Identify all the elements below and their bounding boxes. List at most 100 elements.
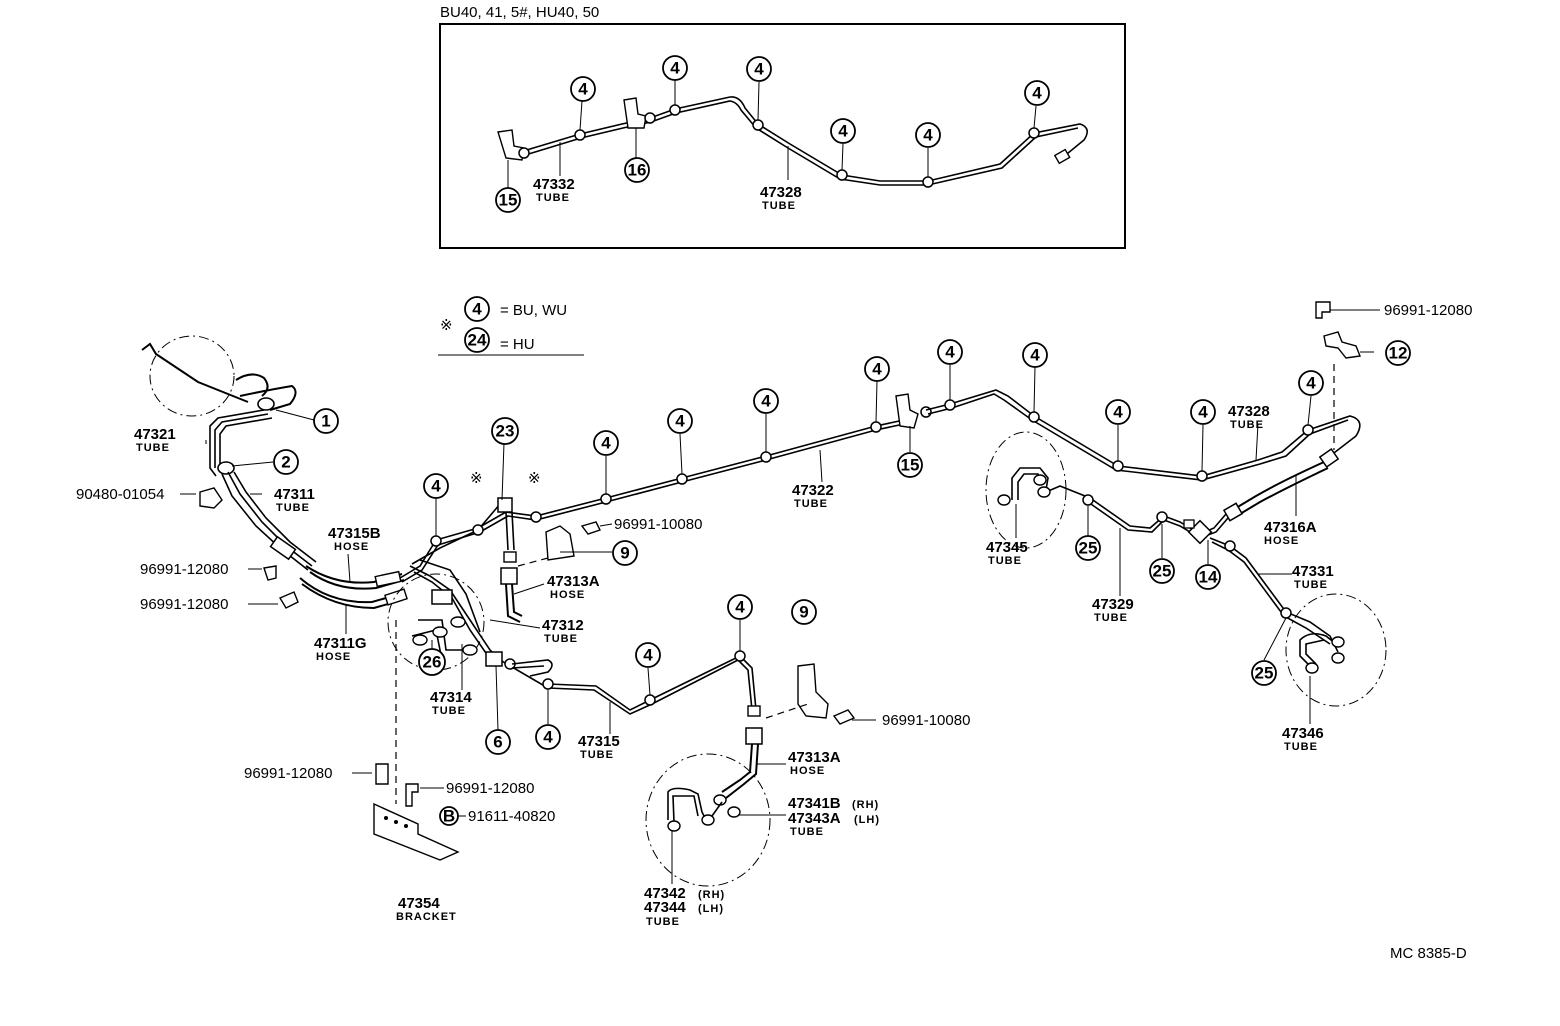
ref-91611-40820: 91611-40820 xyxy=(468,808,555,825)
master-cylinder xyxy=(141,335,297,417)
inset-callout-4b: 4 xyxy=(662,55,688,81)
part-47354-type: BRACKET xyxy=(396,911,457,923)
svg-text:2: 2 xyxy=(281,453,290,472)
svg-text:4: 4 xyxy=(1306,374,1316,393)
svg-text:12: 12 xyxy=(1389,344,1408,363)
svg-text:4: 4 xyxy=(1032,84,1042,103)
callout-4-m4: 4 xyxy=(753,388,779,414)
svg-text:4: 4 xyxy=(675,412,685,431)
inset-callout-4d: 4 xyxy=(830,118,856,144)
part-47315b-type: HOSE xyxy=(334,541,369,553)
svg-text:25: 25 xyxy=(1153,562,1172,581)
ref-96991-12080-d: 96991-12080 xyxy=(446,780,534,797)
callout-1: 1 xyxy=(313,408,339,434)
callout-4-m9: 4 xyxy=(1190,399,1216,425)
callout-4-m13: 4 xyxy=(535,724,561,750)
part-47313a-2-type: HOSE xyxy=(790,765,825,777)
callout-9b: 9 xyxy=(791,599,817,625)
part-47312-type: TUBE xyxy=(544,633,578,645)
part-47331-type: TUBE xyxy=(1294,579,1328,591)
part-47328-type: TUBE xyxy=(1230,419,1264,431)
ref-96991-10080-a: 96991-10080 xyxy=(614,516,702,533)
legend-callout-4: 4 xyxy=(464,296,490,322)
part-47342: 47342 xyxy=(644,885,686,902)
legend-mark: ※ xyxy=(440,317,453,334)
callout-4-m2: 4 xyxy=(593,430,619,456)
svg-text:4: 4 xyxy=(945,343,955,362)
inset-callout-16: 16 xyxy=(624,157,650,183)
svg-text:B: B xyxy=(443,807,455,826)
svg-text:4: 4 xyxy=(601,434,611,453)
inset-part-47332-type: TUBE xyxy=(536,192,570,204)
inset-part-47328: 47328 xyxy=(760,184,802,201)
part-47311-type: TUBE xyxy=(276,502,310,514)
svg-text:1: 1 xyxy=(321,412,330,431)
part-47329: 47329 xyxy=(1092,596,1134,613)
part-47315b: 47315B xyxy=(328,525,381,542)
part-47331: 47331 xyxy=(1292,563,1334,580)
part-47343a-suffix: (LH) xyxy=(854,814,880,826)
diagram-code: MC 8385-D xyxy=(1390,945,1467,962)
ref-96991-12080-b: 96991-12080 xyxy=(140,596,228,613)
svg-text:9: 9 xyxy=(620,544,629,563)
svg-text:4: 4 xyxy=(431,477,441,496)
ref-96991-12080-e: 96991-12080 xyxy=(1384,302,1472,319)
ref-96991-10080-b: 96991-10080 xyxy=(882,712,970,729)
svg-text:25: 25 xyxy=(1079,539,1098,558)
part-47312: 47312 xyxy=(542,617,584,634)
part-47322: 47322 xyxy=(792,482,834,499)
callout-12: 12 xyxy=(1385,340,1411,366)
svg-text:9: 9 xyxy=(799,603,808,622)
part-47313a-1: 47313A xyxy=(547,573,600,590)
part-47341b-suffix: (RH) xyxy=(852,799,879,811)
part-47315: 47315 xyxy=(578,733,620,750)
part-47341b: 47341B xyxy=(788,795,841,812)
svg-text:15: 15 xyxy=(499,191,518,210)
legend-row2-text: = HU xyxy=(500,336,535,353)
callout-4-m6: 4 xyxy=(937,339,963,365)
svg-text:23: 23 xyxy=(496,422,515,441)
svg-text:4: 4 xyxy=(872,360,882,379)
inset-callout-4a: 4 xyxy=(570,76,596,102)
callout-25c: 25 xyxy=(1251,660,1277,686)
part-47343a-type: TUBE xyxy=(790,826,824,838)
svg-text:4: 4 xyxy=(1198,403,1208,422)
svg-text:4: 4 xyxy=(735,598,745,617)
callout-14: 14 xyxy=(1195,564,1221,590)
callout-4-m12: 4 xyxy=(727,594,753,620)
callout-4-m11: 4 xyxy=(635,642,661,668)
part-47328: 47328 xyxy=(1228,403,1270,420)
part-47345-type: TUBE xyxy=(988,555,1022,567)
svg-text:4: 4 xyxy=(761,392,771,411)
svg-text:25: 25 xyxy=(1255,664,1274,683)
callout-4-m7: 4 xyxy=(1022,342,1048,368)
callout-9a: 9 xyxy=(612,540,638,566)
part-47321-type: TUBE xyxy=(136,442,170,454)
part-47316a: 47316A xyxy=(1264,519,1317,536)
part-47344: 47344 xyxy=(644,899,686,916)
svg-text:15: 15 xyxy=(901,456,920,475)
callout-4-m5: 4 xyxy=(864,356,890,382)
legend-callout-24: 24 xyxy=(464,327,490,353)
callout-4-m3: 4 xyxy=(667,408,693,434)
legend-row1-text: = BU, WU xyxy=(500,302,567,319)
part-47321: 47321 xyxy=(134,426,176,443)
star-mark-1: ※ xyxy=(470,470,483,487)
part-47313a-2: 47313A xyxy=(788,749,841,766)
part-47344-type: TUBE xyxy=(646,916,680,928)
callout-15: 15 xyxy=(897,452,923,478)
part-47346: 47346 xyxy=(1282,725,1324,742)
svg-text:4: 4 xyxy=(578,80,588,99)
part-47316a-type: HOSE xyxy=(1264,535,1299,547)
svg-text:16: 16 xyxy=(628,161,647,180)
callout-25a: 25 xyxy=(1075,535,1101,561)
callout-2: 2 xyxy=(273,449,299,475)
part-47311: 47311 xyxy=(274,486,315,503)
part-47311g-type: HOSE xyxy=(316,651,351,663)
svg-text:4: 4 xyxy=(1113,403,1123,422)
callout-26: 26 xyxy=(418,648,446,676)
part-47344-suffix: (LH) xyxy=(698,903,724,915)
svg-text:24: 24 xyxy=(468,331,487,350)
part-47345: 47345 xyxy=(986,539,1028,556)
